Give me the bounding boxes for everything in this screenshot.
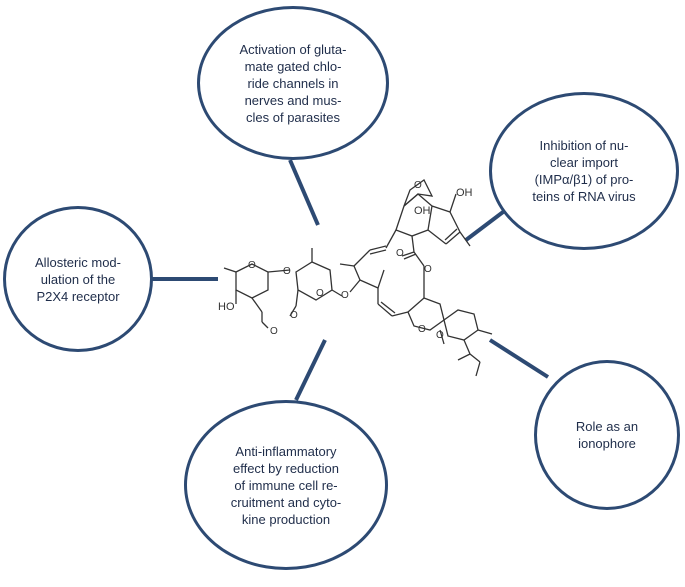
svg-text:O: O — [316, 288, 324, 299]
connector-bottom — [294, 339, 327, 401]
molecule-labels: OH OH HO — [218, 187, 473, 313]
connector-bottom-right — [488, 338, 550, 379]
bubble-text: Anti-inflammatory effect by reduction of… — [230, 443, 342, 527]
bubble-text: Inhibition of nu- clear import (IMPα/β1)… — [532, 138, 636, 204]
label-oh-mid: OH — [414, 205, 431, 217]
connector-top — [288, 159, 320, 226]
svg-text:O: O — [341, 290, 349, 301]
svg-text:O: O — [418, 324, 426, 335]
bubble-anti-inflammatory: Anti-inflammatory effect by reduction of… — [184, 400, 388, 570]
svg-text:O: O — [290, 310, 298, 321]
bubble-ionophore: Role as an ionophore — [534, 360, 680, 510]
connectors — [150, 159, 550, 401]
label-ho-left: HO — [218, 301, 235, 313]
svg-text:O: O — [396, 248, 404, 259]
molecule-structure — [223, 179, 493, 377]
svg-text:O: O — [283, 266, 291, 277]
bubble-nuclear-import-inhibition: Inhibition of nu- clear import (IMPα/β1)… — [489, 92, 679, 250]
bubble-glutamate-chloride-channels: Activation of gluta- mate gated chlo- ri… — [197, 6, 389, 160]
svg-text:O: O — [248, 260, 256, 271]
oxygen-atoms: O O O O O O O O O O O — [248, 180, 444, 341]
label-oh-top: OH — [456, 187, 473, 199]
bubble-text: Role as an ionophore — [575, 419, 639, 451]
bubble-text: Allosteric mod- ulation of the P2X4 rece… — [35, 254, 121, 304]
bubble-p2x4-modulation: Allosteric mod- ulation of the P2X4 rece… — [3, 206, 153, 352]
svg-text:O: O — [270, 326, 278, 337]
svg-text:O: O — [424, 264, 432, 275]
svg-text:O: O — [414, 180, 422, 191]
svg-text:O: O — [436, 330, 444, 341]
bubble-text: Activation of gluta- mate gated chlo- ri… — [239, 41, 347, 125]
